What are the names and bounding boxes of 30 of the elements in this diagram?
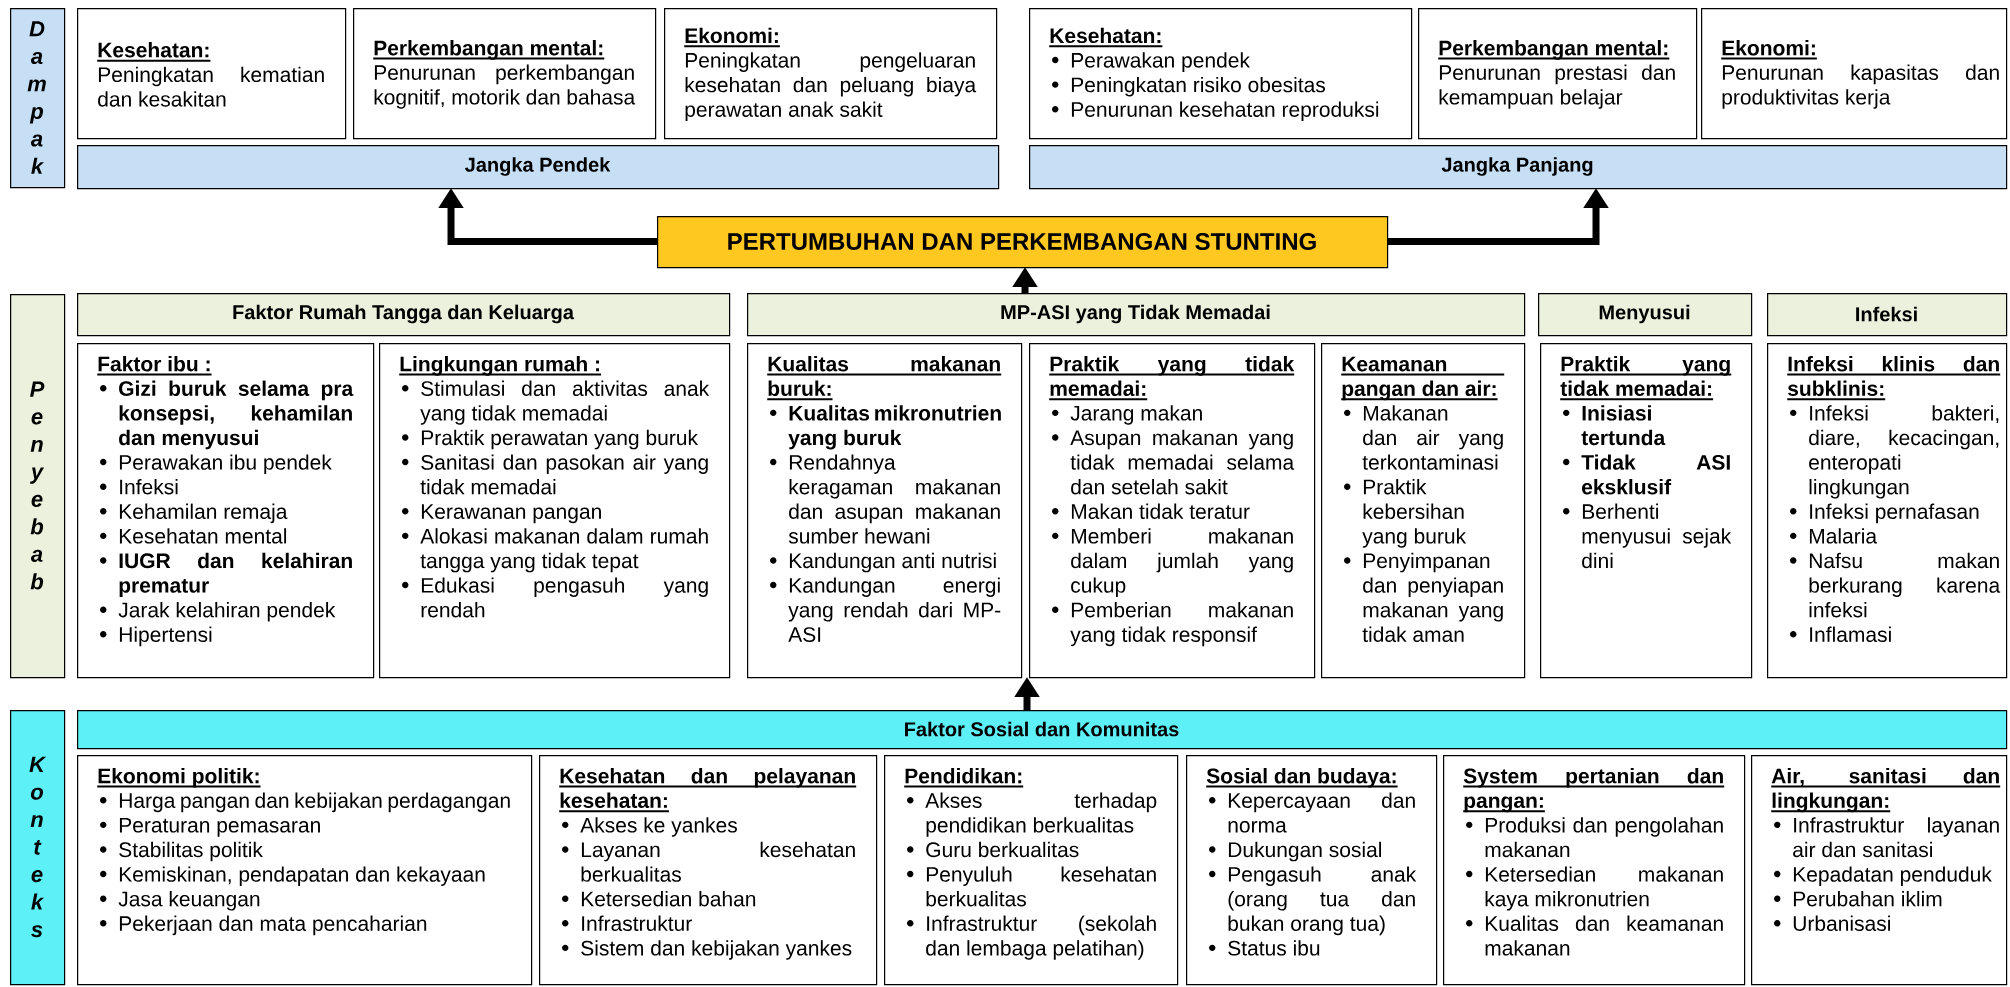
section-label: Penyebab [10,294,66,679]
section-label: Konteks [10,710,66,986]
impact-box: Perkembangan mental: Penurunan prestasi dan kemampuan belajar [1418,8,1698,140]
factor-box: Infeksi klinis dan subklinis: Infeksi bakteri, diare, kecacingan, enteropati lingkungan Infeksi pernafasan Malaria Nafsu makan berkurang karena infeksi Inflamasi [1767,343,2008,679]
factor-box: Keamanan pangan dan air: Makanan dan air yang terkontaminasi Praktik kebersihan yang buruk Penyimpanan dan penyiapan makanan yang tidak aman [1321,343,1526,679]
factor-box: Lingkungan rumah : Stimulasi dan aktivitas anak yang tidak memadai Praktik perawatan yang buruk Sanitasi dan pasokan air yang tidak memadai Kerawanan pangan Alokasi makanan dalam rumah tangga yang tidak tepat Edukasi pengasuh yang rendah [379,343,731,679]
factor-box: Faktor ibu : Gizi buruk selama pra konsepsi, kehamilan dan menyusui Perawakan ibu pendek Infeksi Kehamilan remaja Kesehatan mental IUGR dan kelahiran prematur Jarak kelahiran pendek Hipertensi [77,343,375,679]
category-header: MP-ASI yang Tidak Memadai [747,293,1526,337]
impact-box: Perkembangan mental: Penurunan perkembangan kognitif, motorik dan bahasa [353,8,657,140]
category-header: Faktor Sosial dan Komunitas [77,710,2008,750]
factor-box: Kesehatan: Perawakan pendek Peningkatan risiko obesitas Penurunan kesehatan reproduksi [1029,8,1413,140]
factor-box: Praktik yang tidak memadai: Inisiasi tertunda Tidak ASI eksklusif Berhenti menyusui sejak dini [1540,343,1753,679]
impact-box: Ekonomi: Penurunan kapasitas dan produktivitas kerja [1701,8,2008,140]
category-header: Faktor Rumah Tangga dan Keluarga [77,293,731,337]
title-box: PERTUMBUHAN DAN PERKEMBANGAN STUNTING [657,216,1389,269]
category-header: Infeksi [1767,293,2008,337]
section-label: Dampak [10,8,66,189]
category-header: Jangka Pendek [77,145,1000,190]
factor-box: Praktik yang tidak memadai: Jarang makan Asupan makanan yang tidak memadai selama dan setelah sakit Makan tidak teratur Memberi makanan dalam jumlah yang cukup Pemberian makanan yang tidak responsif [1029,343,1316,679]
factor-box: Kualitas makanan buruk: Kualitas mikronutrien yang buruk Rendahnya keragaman makanan dan asupan makanan sumber hewani Kandungan anti nutrisi Kandungan energi yang rendah dari MP-ASI [747,343,1023,679]
factor-box: Kesehatan dan pelayanan kesehatan: Akses ke yankes Layanan kesehatan berkualitas Ketersedian bahan Infrastruktur Sistem dan kebijakan yankes [539,755,878,986]
factor-box: Ekonomi politik: Harga pangan dan kebijakan perdagangan Peraturan pemasaran Stabilitas politik Kemiskinan, pendapatan dan kekayaan Jasa keuangan Pekerjaan dan mata pencaharian [77,755,533,986]
factor-box: Air, sanitasi dan lingkungan: Infrastruktur layanan air dan sanitasi Kepadatan penduduk Perubahan iklim Urbanisasi [1751,755,2008,986]
factor-box: System pertanian dan pangan: Produksi dan pengolahan makanan Ketersedian makanan kaya mikronutrien Kualitas dan keamanan makanan [1443,755,1746,986]
impact-box: Ekonomi: Peningkatan pengeluaran kesehatan dan peluang biaya perawatan anak sakit [664,8,998,140]
category-header: Jangka Panjang [1029,145,2008,190]
factor-box: Sosial dan budaya: Kepercayaan dan norma Dukungan sosial Pengasuh anak (orang tua dan bukan orang tua) Status ibu [1186,755,1438,986]
impact-box: Kesehatan: Peningkatan kematian dan kesakitan [77,8,347,140]
factor-box: Pendidikan: Akses terhadap pendidikan berkualitas Guru berkualitas Penyuluh kesehatan berkualitas Infrastruktur (sekolah dan lembaga pelatihan) [884,755,1179,986]
category-header: Menyusui [1538,293,1753,337]
